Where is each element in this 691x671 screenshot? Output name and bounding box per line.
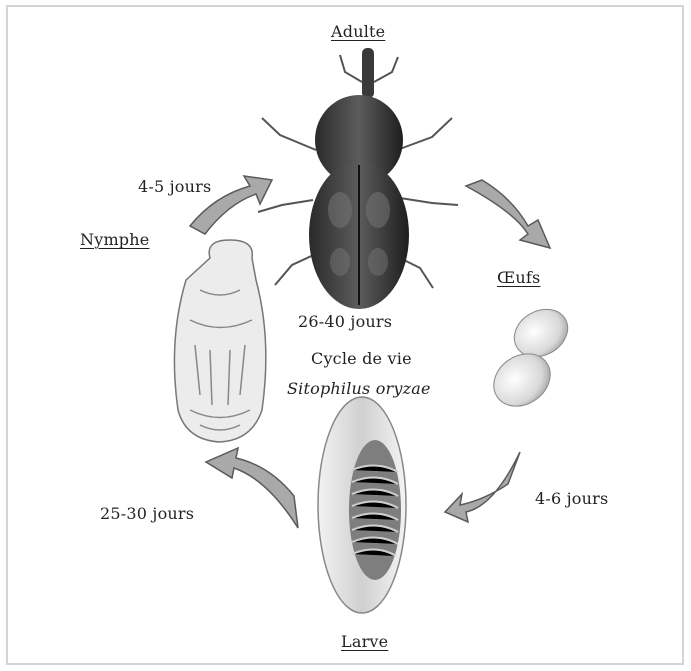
duration-nymph-to-adult: 4-5 jours <box>138 177 211 196</box>
duration-larva-to-nymph: 25-30 jours <box>100 504 194 523</box>
center-species: Sitophilus oryzae <box>287 379 431 398</box>
stage-label-larva: Larve <box>341 632 388 651</box>
larva-in-grain-illustration <box>318 397 406 613</box>
duration-egg-to-larva: 4-6 jours <box>535 489 608 508</box>
adult-weevil-illustration <box>258 48 458 309</box>
stage-label-nymph: Nymphe <box>80 230 149 249</box>
center-title: Cycle de vie <box>311 349 412 368</box>
arrow-larva-to-nymph <box>206 448 298 528</box>
nymph-pupa-illustration <box>174 240 265 442</box>
eggs-illustration <box>484 300 577 417</box>
stage-label-eggs: Œufs <box>497 268 540 287</box>
stage-label-adult: Adulte <box>331 22 385 41</box>
arrow-adult-to-eggs <box>466 180 550 248</box>
arrow-eggs-to-larva <box>445 452 520 522</box>
duration-adult: 26-40 jours <box>298 312 392 331</box>
